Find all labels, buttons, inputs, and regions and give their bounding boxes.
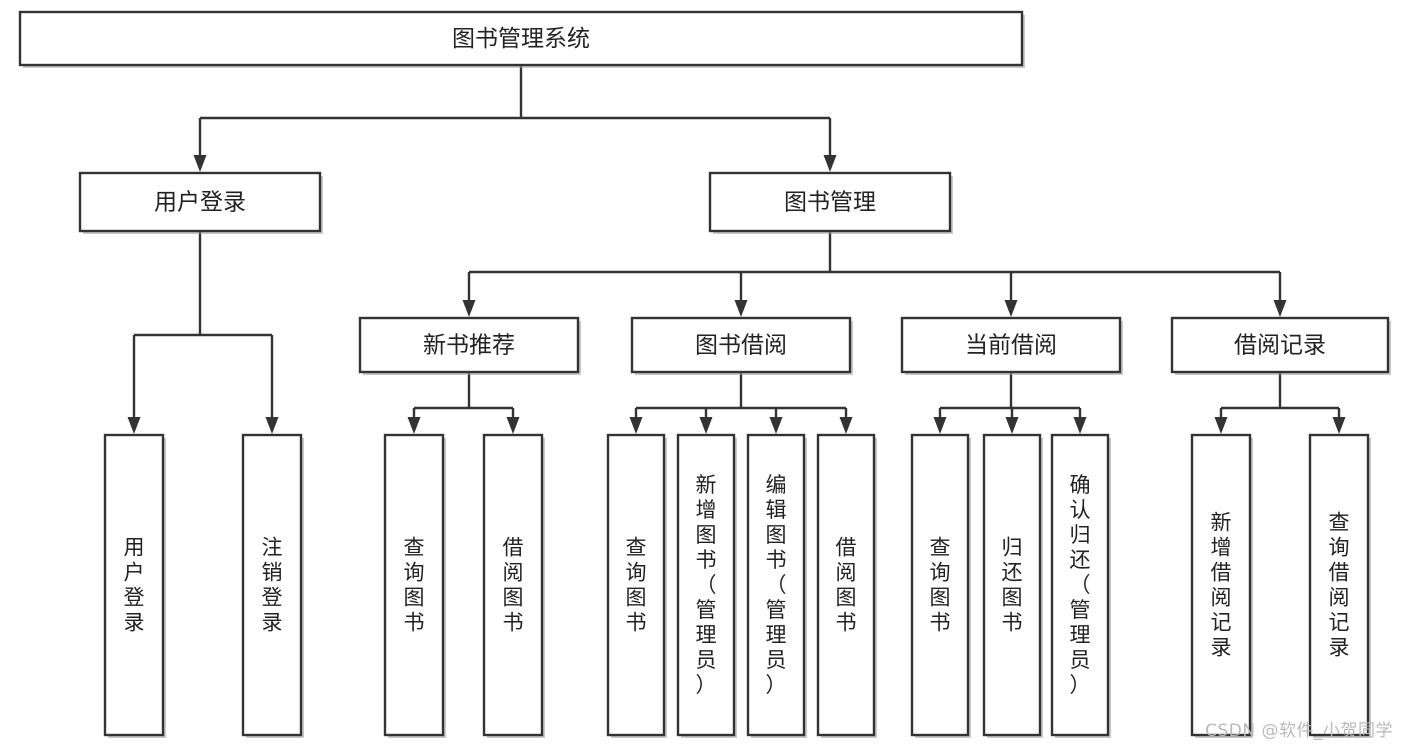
node-box-leaf2[interactable]: 注销登录 [241, 433, 304, 738]
node-label-leaf9: 查询图书 [930, 536, 951, 635]
node-box-leaf8[interactable]: 借阅图书 [816, 433, 877, 738]
node-box-leaf6[interactable]: 新增图书（管理员） [676, 433, 737, 738]
node-label-leaf12: 新增借阅记录 [1211, 511, 1232, 660]
nodes-layer: 图书管理系统用户登录图书管理新书推荐图书借阅当前借阅借阅记录用户登录注销登录查询… [18, 10, 1391, 738]
node-box-current[interactable]: 当前借阅 [900, 316, 1123, 375]
node-label-leaf11: 确认归还（管理员） [1070, 473, 1091, 697]
node-box-login[interactable]: 用户登录 [78, 171, 323, 234]
node-label-leaf1: 用户登录 [124, 536, 145, 635]
node-label-borrow: 图书借阅 [695, 333, 787, 359]
connectors-layer [127, 65, 1346, 434]
node-label-leaf7: 编辑图书（管理员） [766, 473, 787, 697]
node-label-leaf5: 查询图书 [626, 536, 647, 635]
node-label-bookmgmt: 图书管理 [784, 190, 876, 216]
node-box-newbook[interactable]: 新书推荐 [358, 316, 581, 375]
node-label-newbook: 新书推荐 [423, 333, 515, 359]
node-label-leaf4: 借阅图书 [503, 536, 524, 635]
node-box-leaf7[interactable]: 编辑图书（管理员） [746, 433, 807, 738]
node-label-leaf10: 归还图书 [1002, 536, 1023, 635]
node-box-leaf10[interactable]: 归还图书 [982, 433, 1043, 738]
csdn-watermark: CSDN @软件_小贺同学 [1205, 721, 1393, 741]
node-box-leaf12[interactable]: 新增借阅记录 [1190, 433, 1253, 738]
node-label-record: 借阅记录 [1234, 333, 1326, 359]
node-box-leaf13[interactable]: 查询借阅记录 [1308, 433, 1371, 738]
node-label-leaf6: 新增图书（管理员） [696, 473, 717, 697]
node-box-leaf3[interactable]: 查询图书 [383, 433, 446, 738]
node-box-leaf1[interactable]: 用户登录 [103, 433, 166, 738]
node-label-leaf8: 借阅图书 [836, 536, 857, 635]
node-box-record[interactable]: 借阅记录 [1170, 316, 1391, 375]
node-label-leaf13: 查询借阅记录 [1329, 511, 1350, 660]
node-label-leaf3: 查询图书 [404, 536, 425, 635]
node-label-login: 用户登录 [154, 190, 246, 216]
node-label-leaf2: 注销登录 [262, 536, 283, 635]
node-box-leaf5[interactable]: 查询图书 [606, 433, 667, 738]
node-box-leaf4[interactable]: 借阅图书 [482, 433, 545, 738]
node-box-leaf9[interactable]: 查询图书 [910, 433, 971, 738]
node-box-borrow[interactable]: 图书借阅 [630, 316, 853, 375]
node-box-leaf11[interactable]: 确认归还（管理员） [1050, 433, 1111, 738]
node-label-current: 当前借阅 [965, 333, 1057, 359]
node-label-root: 图书管理系统 [452, 26, 590, 52]
node-box-bookmgmt[interactable]: 图书管理 [708, 171, 953, 234]
node-box-root[interactable]: 图书管理系统 [18, 10, 1025, 68]
